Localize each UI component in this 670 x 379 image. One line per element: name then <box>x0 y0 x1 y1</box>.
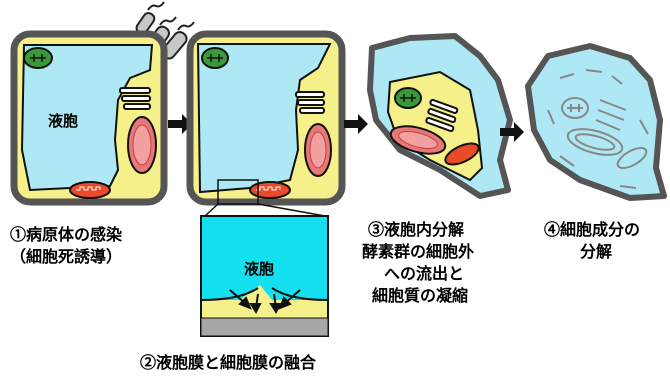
inset-vacuole-label: 液胞 <box>244 260 275 278</box>
golgi-2 <box>295 91 325 114</box>
chloroplast-2 <box>201 47 229 69</box>
arrow-3 <box>500 122 524 142</box>
vacuole-label: 液胞 <box>48 112 79 130</box>
cell-2 <box>186 30 346 217</box>
cell-3 <box>367 33 513 199</box>
golgi-1 <box>119 87 151 110</box>
caption-step3-line3: への流出と <box>384 264 465 283</box>
arrow-1 <box>168 114 192 134</box>
caption-step4-line1: ④細胞成分の <box>544 220 641 239</box>
cell-1 <box>10 1 195 206</box>
mitochondrion-2 <box>249 181 291 199</box>
arrow-2 <box>344 114 368 134</box>
caption-step1-line2: （細胞死誘導） <box>10 247 123 266</box>
vacuole-1 <box>20 44 154 192</box>
chloroplast-3 <box>394 87 422 109</box>
cell-4 <box>525 43 667 201</box>
inset-cell-wall <box>200 317 329 337</box>
caption-step3-line4: 細胞質の凝縮 <box>372 286 469 305</box>
caption-step3-line1: ③液胞内分解 <box>368 220 465 239</box>
inset-panel <box>200 215 329 337</box>
caption-step4-line2: 分解 <box>580 242 613 261</box>
caption-step3-line2: 酵素群の細胞外 <box>362 242 475 261</box>
caption-step1-line1: ①病原体の感染 <box>10 225 123 244</box>
vacuole-2 <box>196 43 332 194</box>
nucleus-1 <box>127 116 157 174</box>
mitochondrion-3 <box>444 142 480 166</box>
debris <box>547 69 649 189</box>
flow-arrows <box>229 289 301 315</box>
caption-step2: ②液胞膜と細胞膜の融合 <box>140 353 317 372</box>
zoom-box <box>217 179 259 205</box>
nucleus-3 <box>389 125 447 155</box>
golgi-3 <box>425 98 459 133</box>
mitochondrion-1 <box>69 181 111 199</box>
nucleus-2 <box>304 123 332 177</box>
chloroplast-1 <box>23 47 53 69</box>
